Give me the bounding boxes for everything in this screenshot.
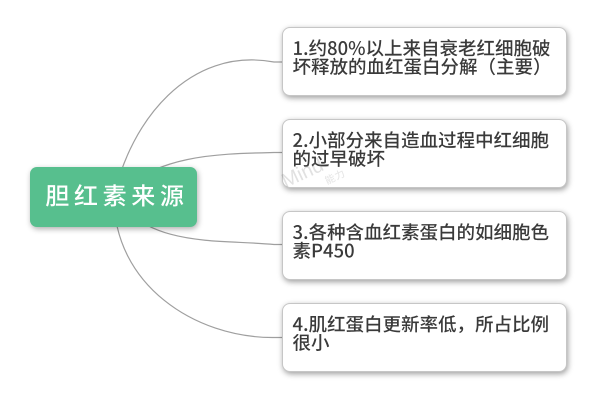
svg-text:Mind: Mind bbox=[278, 154, 327, 192]
